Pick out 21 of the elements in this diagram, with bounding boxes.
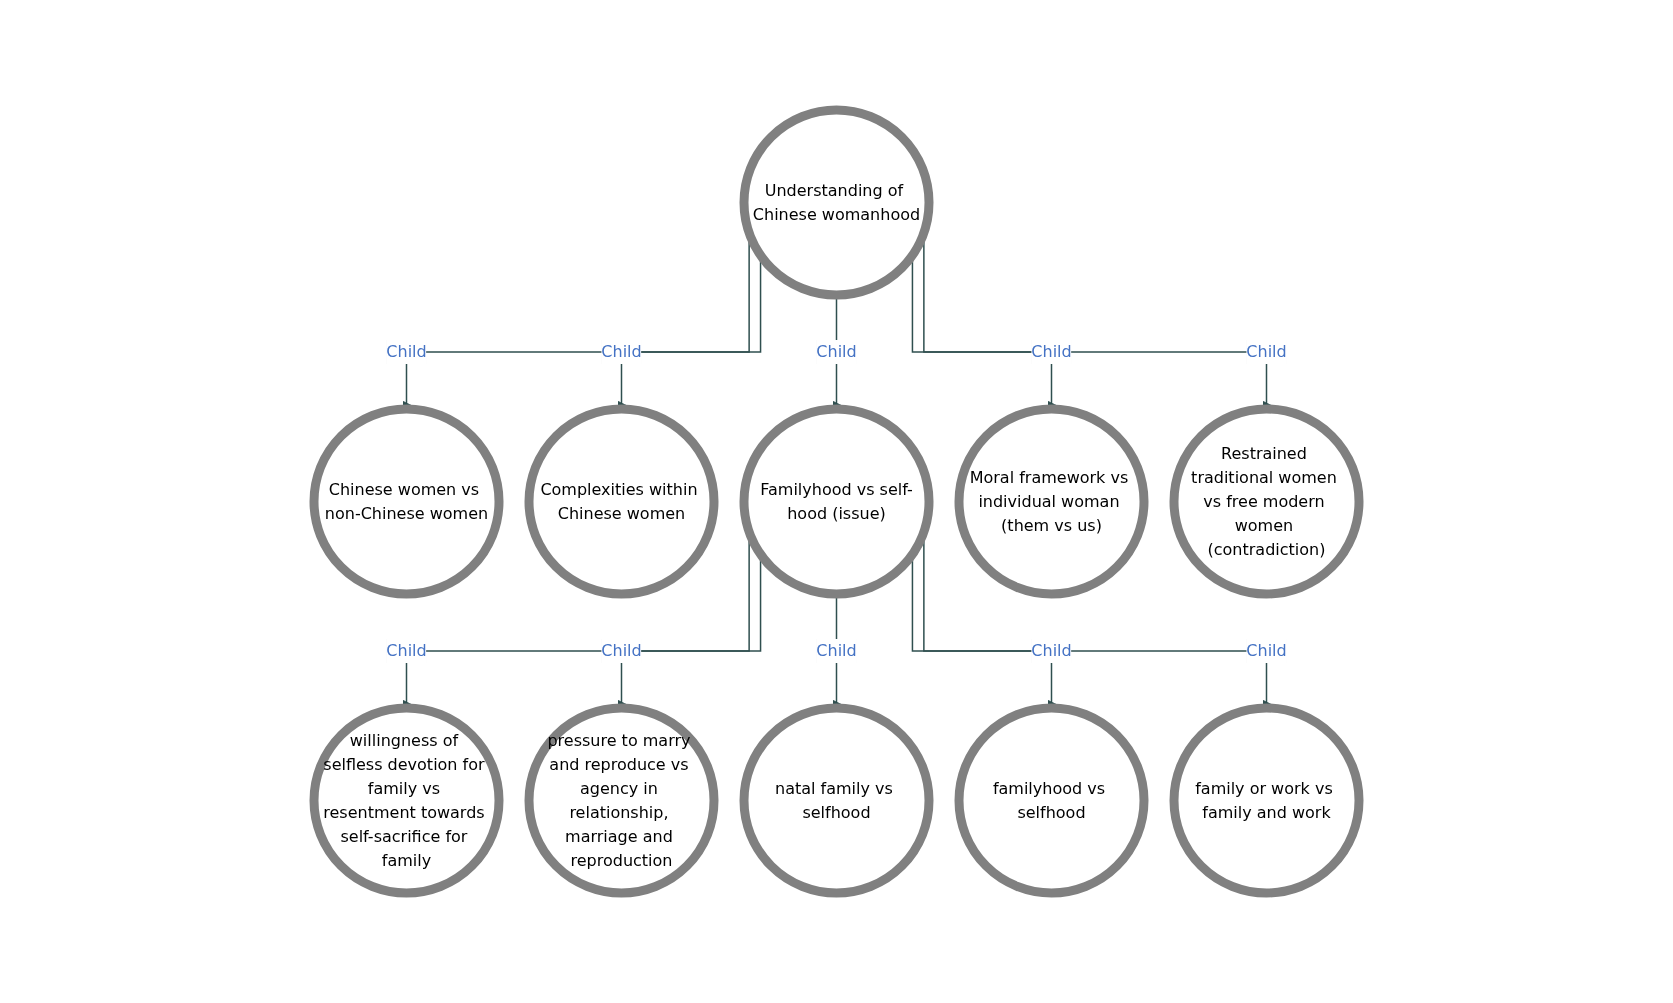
node-circle: family or work vs family and work [1169,703,1364,898]
edge-label: Child [601,342,642,361]
edge-label: Child [1031,641,1072,660]
edge-label: Child [601,641,642,660]
edge-label: Child [386,342,427,361]
edge-label: Child [816,342,857,361]
node-circle: willingness of selfless devotion for family vs resentment towards self-sacrifice for family [309,703,504,898]
node-circle: Restrained traditional women vs free modern women (contradiction) [1169,404,1364,599]
node-circle: Complexities within Chinese women [524,404,719,599]
node-circle: Understanding of Chinese womanhood [739,105,934,300]
edge-label: Child [816,641,857,660]
edge-label: Child [386,641,427,660]
node-circle: Familyhood vs self-hood (issue) [739,404,934,599]
node-circle: familyhood vs selfhood [954,703,1149,898]
node-circle: pressure to marry and reproduce vs agency in relationship, marriage and reproduction [524,703,719,898]
node-circle: Moral framework vs individual woman (them vs us) [954,404,1149,599]
edge-label: Child [1246,641,1287,660]
node-circle: natal family vs selfhood [739,703,934,898]
node-circle: Chinese women vs non-Chinese women [309,404,504,599]
edge-label: Child [1246,342,1287,361]
edge-label: Child [1031,342,1072,361]
